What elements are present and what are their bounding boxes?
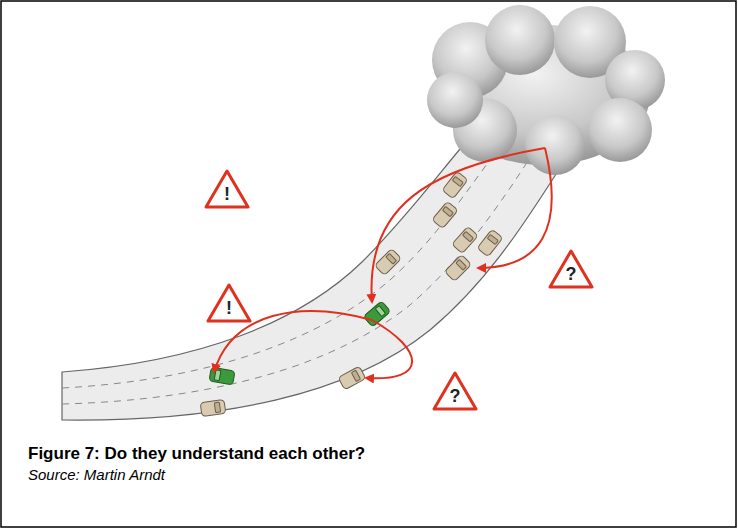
car xyxy=(200,171,503,416)
warning-sign: ? xyxy=(548,248,594,290)
warning-sign: ! xyxy=(204,168,250,210)
road xyxy=(62,128,565,420)
warning-sign: ! xyxy=(206,282,252,324)
warning-symbol: ! xyxy=(204,183,250,205)
source-note: Source: Martin Arndt xyxy=(28,466,165,483)
information-arrow xyxy=(214,148,552,378)
warning-symbol: ? xyxy=(548,263,594,285)
warning-symbol: ? xyxy=(432,385,478,407)
lane-marking xyxy=(62,150,535,404)
figure-caption: Figure 7: Do they understand each other? xyxy=(28,444,365,464)
warning-sign: ? xyxy=(432,370,478,412)
warning-symbol: ! xyxy=(206,297,252,319)
lane-marking xyxy=(62,140,505,388)
